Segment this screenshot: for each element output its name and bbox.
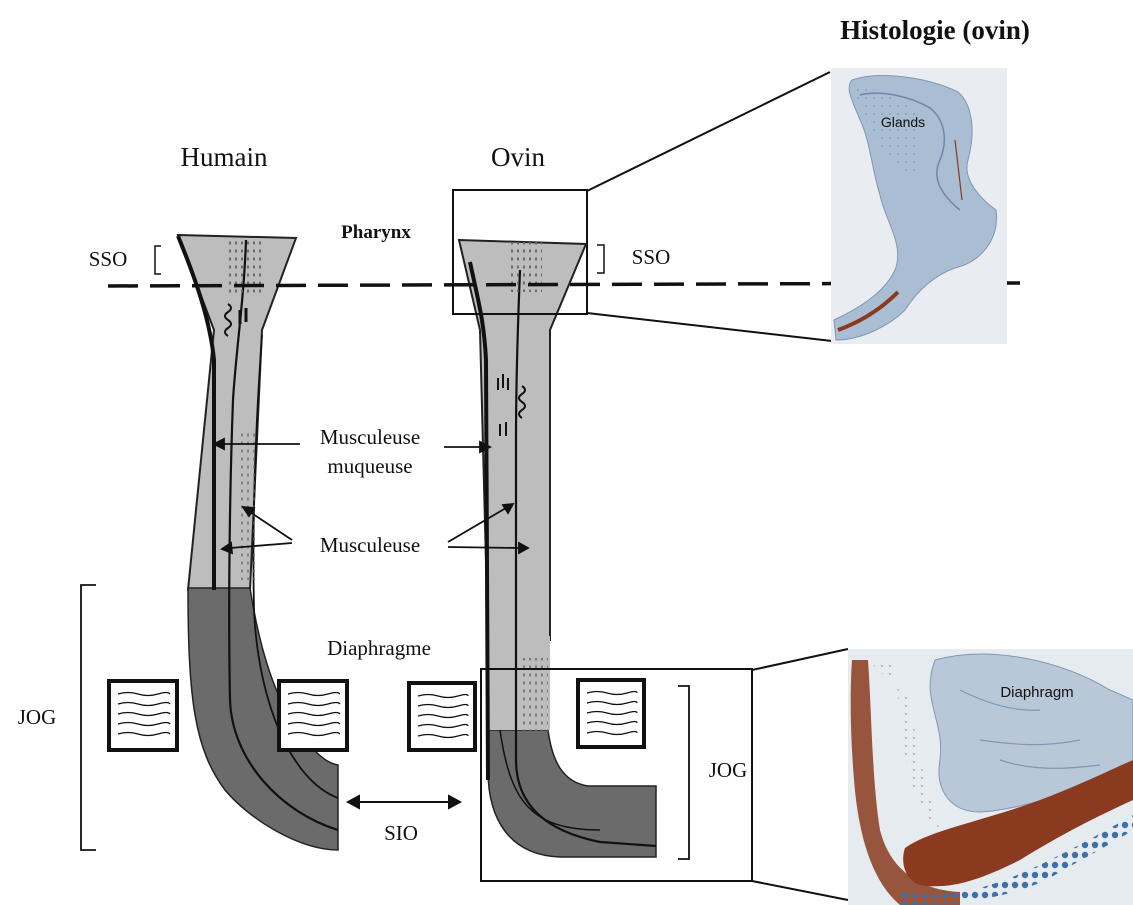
diaphragme-label: Diaphragme — [327, 636, 431, 660]
zoom-connector-top-2 — [587, 313, 832, 341]
zoom-connector-bottom-2 — [752, 881, 848, 900]
sso-left-bracket — [155, 246, 161, 274]
diaphragm-block-4 — [578, 680, 644, 747]
sso-right-bracket — [597, 245, 604, 273]
glands-label: Glands — [881, 114, 925, 130]
sheep-esophagus — [459, 240, 656, 857]
column-human-label: Humain — [181, 142, 268, 172]
diaphragm-block-3 — [409, 683, 475, 750]
sso-right-label: SSO — [632, 245, 671, 269]
histology-title: Histologie (ovin) — [840, 15, 1030, 45]
histology-slide-diaphragm: Diaphragm — [848, 649, 1133, 905]
diaphragm-block-1 — [109, 681, 177, 750]
sso-left-label: SSO — [89, 247, 128, 271]
jog-left-bracket — [81, 585, 96, 850]
musculeuse-muqueuse-label-line1: Musculeuse — [320, 425, 420, 449]
diaphragm-block-2 — [279, 681, 347, 750]
diaphragm-histology-label: Diaphragm — [1000, 684, 1073, 701]
jog-right-label: JOG — [709, 758, 748, 782]
histology-slide-glands: Glands — [831, 68, 1007, 344]
sio-arrow — [348, 796, 460, 808]
human-esophagus — [178, 235, 338, 850]
column-sheep-label: Ovin — [491, 142, 546, 172]
jog-left-label: JOG — [18, 705, 57, 729]
pharynx-label: Pharynx — [341, 222, 411, 243]
zoom-connector-bottom-1 — [752, 649, 848, 670]
sio-label: SIO — [384, 821, 418, 845]
zoom-connector-top-1 — [587, 72, 830, 191]
musculeuse-label: Musculeuse — [320, 533, 420, 557]
jog-right-bracket — [678, 686, 689, 859]
musculeuse-muqueuse-label-line2: muqueuse — [327, 454, 412, 478]
